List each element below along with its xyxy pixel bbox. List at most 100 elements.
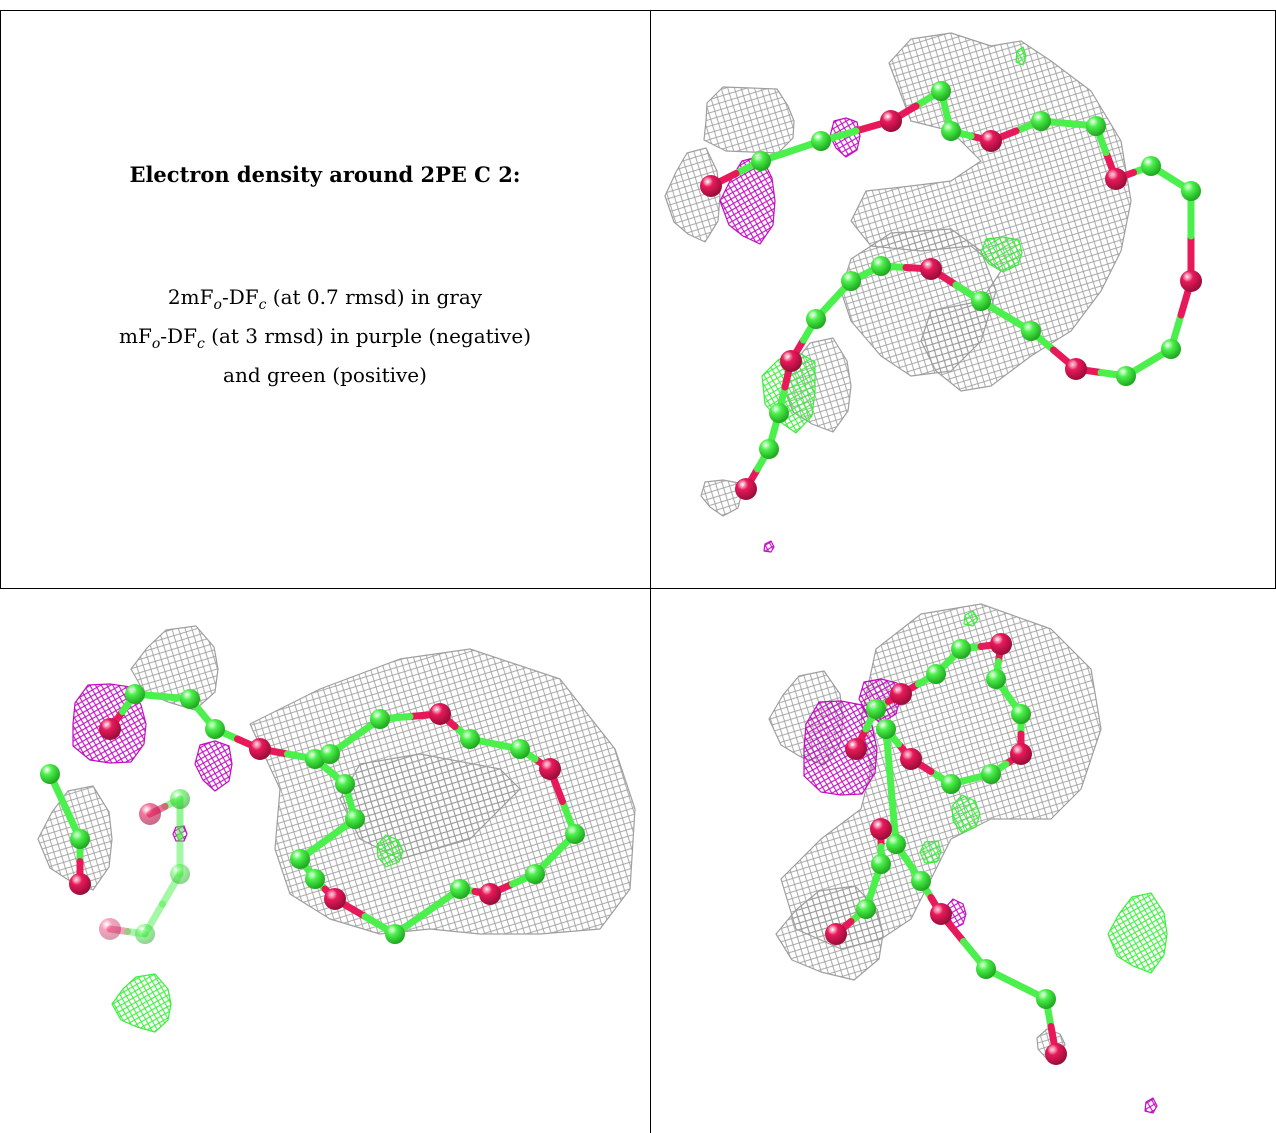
caption-cell: Electron density around 2PE C 2: 2mFo-DF… xyxy=(0,0,650,588)
density-view-3 xyxy=(768,603,1168,1114)
oxygen-atom xyxy=(890,683,912,705)
carbon-atom xyxy=(565,824,585,844)
oxygen-atom xyxy=(249,738,271,760)
caption-legend: 2mFo-DFc (at 0.7 rmsd) in gray mFo-DFc (… xyxy=(0,282,650,391)
legend-term: mF xyxy=(119,324,152,348)
view-bottom-left xyxy=(0,589,650,1133)
negative-density-mesh xyxy=(763,540,775,553)
positive-density-mesh xyxy=(1015,46,1027,66)
caption-title: Electron density around 2PE C 2: xyxy=(129,162,521,187)
carbon-atom xyxy=(305,869,325,889)
carbon-atom xyxy=(976,959,996,979)
legend-line-positive: and green (positive) xyxy=(223,363,427,387)
legend-line-purple-green: mFo-DFc (at 3 rmsd) in purple (negative) xyxy=(0,321,650,360)
oxygen-atom xyxy=(1180,270,1202,292)
legend-text: (at 0.7 rmsd) in gray xyxy=(266,285,483,309)
positive-density-mesh xyxy=(919,840,942,864)
carbon-atom xyxy=(125,684,145,704)
gray-density-mesh xyxy=(339,753,521,860)
carbon-atom xyxy=(806,309,826,329)
carbon-atom xyxy=(170,789,190,809)
oxygen-atom xyxy=(1105,168,1127,190)
oxygen-atom xyxy=(920,258,942,280)
oxygen-atom xyxy=(429,703,451,725)
carbon-atom xyxy=(941,121,961,141)
legend-line-gray: 2mFo-DFc (at 0.7 rmsd) in gray xyxy=(0,282,650,321)
carbon-atom xyxy=(941,774,961,794)
oxygen-atom xyxy=(735,478,757,500)
carbon-atom xyxy=(911,871,931,891)
oxygen-atom xyxy=(1045,1043,1067,1065)
positive-density-mesh xyxy=(951,794,981,834)
table-middle-border xyxy=(0,588,1276,589)
carbon-atom xyxy=(811,131,831,151)
carbon-atom xyxy=(871,854,891,874)
gray-density-mesh xyxy=(700,479,742,517)
legend-text: (at 3 rmsd) in purple (negative) xyxy=(204,324,531,348)
carbon-atom xyxy=(170,864,190,884)
carbon-atom xyxy=(370,709,390,729)
oxygen-atom xyxy=(99,718,121,740)
carbon-atom xyxy=(40,764,60,784)
table-top-border-right xyxy=(650,10,1276,11)
gray-density-mesh xyxy=(703,86,795,154)
legend-subscript: o xyxy=(151,336,161,352)
gray-density-mesh xyxy=(130,625,219,711)
density-view-1 xyxy=(664,32,1202,553)
carbon-atom xyxy=(876,719,896,739)
carbon-atom xyxy=(205,719,225,739)
carbon-atom xyxy=(769,403,789,423)
positive-density-mesh xyxy=(980,236,1023,273)
carbon-atom xyxy=(759,439,779,459)
oxygen-atom xyxy=(845,738,867,760)
carbon-atom xyxy=(981,764,1001,784)
carbon-atom xyxy=(525,864,545,884)
carbon-atom xyxy=(856,899,876,919)
carbon-atom xyxy=(1011,704,1031,724)
carbon-atom xyxy=(70,829,90,849)
carbon-atom xyxy=(335,774,355,794)
carbon-atom xyxy=(926,664,946,684)
table-top-border xyxy=(0,10,650,11)
positive-density-mesh xyxy=(1107,892,1168,974)
carbon-atom xyxy=(886,834,906,854)
carbon-atom xyxy=(180,689,200,709)
carbon-atom xyxy=(385,924,405,944)
carbon-atom xyxy=(951,639,971,659)
legend-term: -DF xyxy=(221,285,259,309)
oxygen-atom xyxy=(990,633,1012,655)
oxygen-atom xyxy=(900,748,922,770)
carbon-atom xyxy=(135,924,155,944)
oxygen-atom xyxy=(825,923,847,945)
legend-subscript: o xyxy=(213,297,222,313)
density-view-2 xyxy=(37,625,636,1033)
carbon-atom xyxy=(1141,156,1161,176)
oxygen-atom xyxy=(1065,358,1087,380)
oxygen-atom xyxy=(479,883,501,905)
carbon-atom xyxy=(450,879,470,899)
oxygen-atom xyxy=(324,888,346,910)
positive-density-mesh xyxy=(963,610,979,627)
carbon-atom xyxy=(841,271,861,291)
legend-term: -DF xyxy=(160,324,197,348)
oxygen-atom xyxy=(700,175,722,197)
carbon-atom xyxy=(1181,181,1201,201)
carbon-atom xyxy=(290,849,310,869)
carbon-atom xyxy=(871,256,891,276)
carbon-atom xyxy=(971,291,991,311)
table-center-divider xyxy=(650,10,651,1133)
view-top-right xyxy=(651,11,1275,588)
table-left-border xyxy=(0,10,1,588)
carbon-atom xyxy=(1031,111,1051,131)
oxygen-atom xyxy=(139,803,161,825)
legend-subscript: c xyxy=(196,336,205,352)
carbon-atom xyxy=(866,699,886,719)
positive-density-mesh xyxy=(376,834,404,868)
carbon-atom xyxy=(1021,321,1041,341)
carbon-atom xyxy=(751,151,771,171)
carbon-atom xyxy=(986,669,1006,689)
carbon-atom xyxy=(931,81,951,101)
carbon-atom xyxy=(345,809,365,829)
carbon-atom xyxy=(320,744,340,764)
